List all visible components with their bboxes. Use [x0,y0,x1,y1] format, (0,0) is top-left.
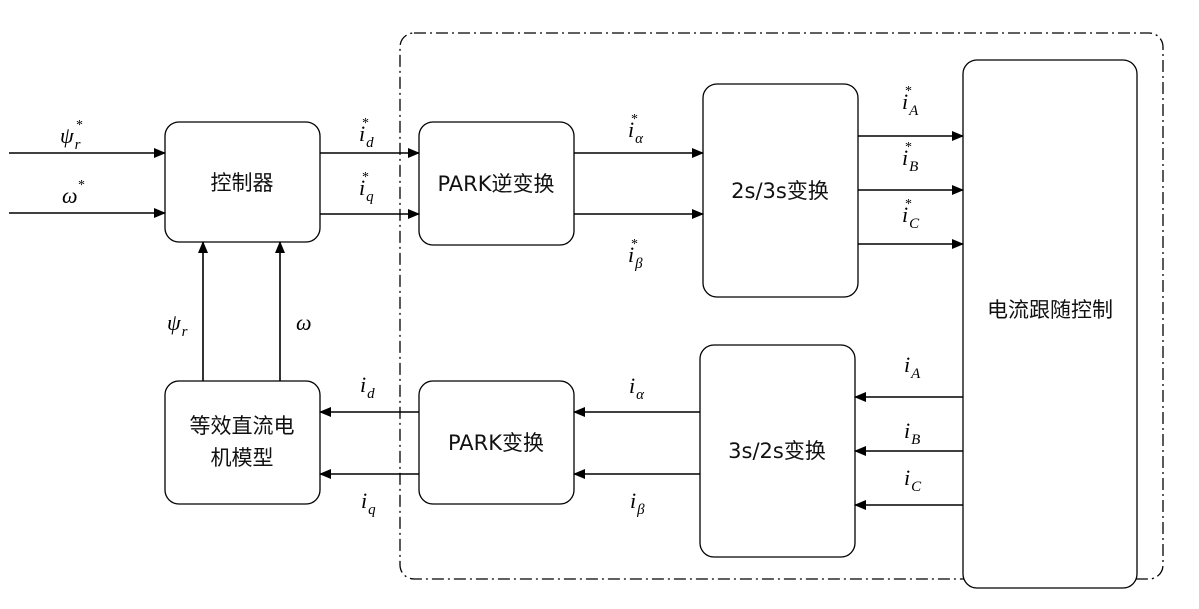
signal-label-iq-ref: iq [359,175,374,205]
signal-star-iB-ref: * [905,140,912,155]
signal-label-omega: ω [296,310,312,335]
signal-label-iB: iB [904,418,920,448]
park-inverse-block[interactable]: PARK逆变换 [418,121,575,246]
controller-label: 控制器 [211,171,274,195]
signal-label-iA: iA [904,352,921,382]
signal-star-ialpha-ref: * [631,112,638,127]
current-follow-control-label: 电流跟随控制 [987,298,1113,322]
signal-label-iC-ref: iC [902,202,920,232]
signal-label-iB-ref: iB [902,145,918,175]
signal-label-id: id [360,372,375,402]
signal-label-iA-ref: iA [902,89,919,119]
transform-3s2s-label: 3s/2s变换 [728,439,826,463]
dc-motor-model-label-line2: 机模型 [211,446,274,470]
signal-star-psi-r-ref: * [76,118,83,133]
park-block[interactable]: PARK变换 [418,380,575,505]
controller-block[interactable]: 控制器 [164,121,321,243]
dc-motor-model-block[interactable]: 等效直流电 机模型 [164,380,321,505]
dc-motor-model-label-line1: 等效直流电 [190,414,295,438]
signal-star-omega-ref: * [78,178,85,193]
signal-label-ialpha-ref: iα [628,117,644,147]
signal-star-iA-ref: * [905,84,912,99]
transform-2s3s-label: 2s/3s变换 [731,179,829,203]
park-inverse-label: PARK逆变换 [437,172,554,196]
signal-label-iq: iq [361,488,376,518]
transform-3s2s-block[interactable]: 3s/2s变换 [699,344,856,558]
current-follow-control-block[interactable]: 电流跟随控制 [962,59,1138,589]
signal-star-iq-ref: * [362,170,369,185]
signal-label-psi-r: ψr [167,310,188,340]
signal-label-id-ref: id [359,121,374,151]
transform-2s3s-block[interactable]: 2s/3s变换 [702,83,859,298]
signal-label-omega-ref: ω [62,183,78,208]
signal-star-id-ref: * [362,116,369,131]
signal-label-ibeta: iβ [630,488,645,518]
signal-star-ibeta-ref: * [631,237,638,252]
signal-label-ialpha: iα [629,373,645,403]
signal-label-psi-r-ref: ψr [60,123,81,153]
signal-label-ibeta-ref: iβ [628,242,643,272]
park-label: PARK变换 [448,431,544,455]
signal-star-iC-ref: * [905,197,912,212]
signal-label-iC: iC [904,465,922,495]
inverter-control-boundary [399,32,1164,580]
